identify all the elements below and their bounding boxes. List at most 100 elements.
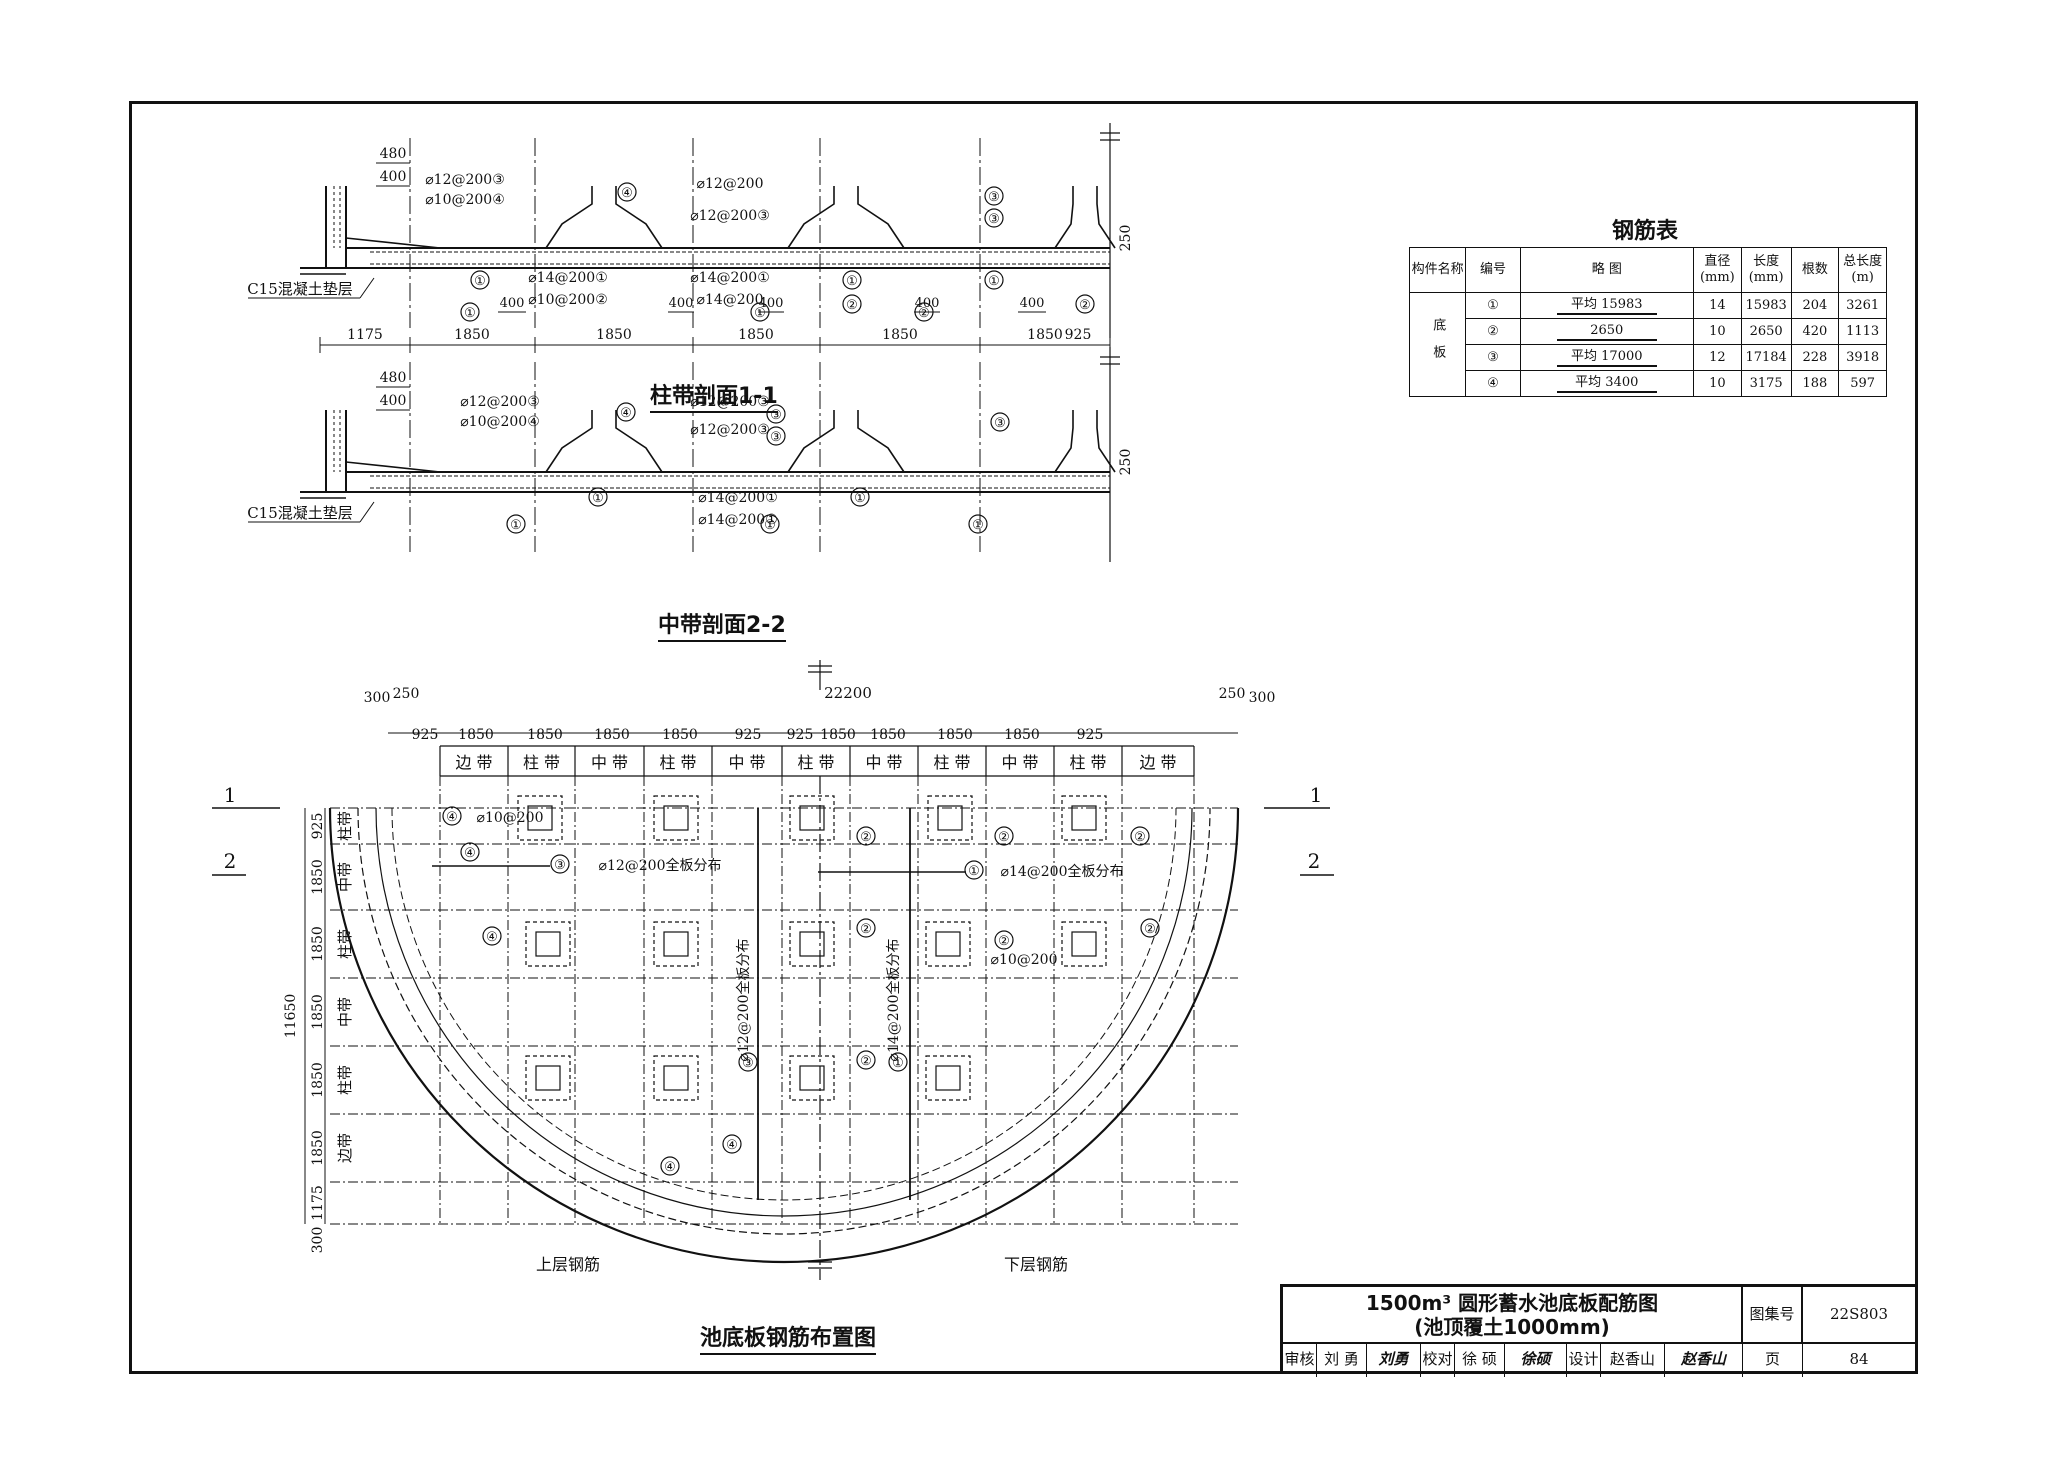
edge-dim: 250: [393, 686, 420, 702]
left-dim: 1175: [310, 1185, 326, 1221]
dim-label: 1850: [1027, 327, 1063, 343]
overall-dim: 22200: [824, 684, 872, 702]
bar-no: ③: [1465, 344, 1521, 371]
top-dim: 1850: [1004, 727, 1040, 743]
bar-number-label: ①: [968, 864, 980, 879]
rebar-table: 构件名称 编号 略 图 直径(mm) 长度(mm) 根数 总长度(m) 底板 ①…: [1408, 247, 1887, 397]
bar-number-circle: [850, 487, 870, 507]
cushion-label: C15混凝土垫层: [247, 504, 353, 522]
leader-line: [359, 501, 375, 523]
rebar-label: ⌀14@200①: [698, 512, 778, 528]
table-header: 直径(mm): [1693, 247, 1742, 293]
column-stub: [937, 805, 963, 831]
bar-number-circle: [1140, 918, 1160, 938]
bar-sketch-label: 平均 15983: [1556, 297, 1657, 315]
column-pad: [789, 1055, 835, 1101]
dim-label: 480: [380, 146, 407, 162]
bar-dia: 14: [1693, 292, 1742, 319]
edge-dim: 300: [1249, 690, 1276, 706]
drawing-title-line2: (池顶覆土1000mm): [1414, 1315, 1610, 1339]
bar-number-circle: [506, 514, 526, 534]
column-base: [787, 186, 905, 249]
bar-sketch: 平均 15983: [1519, 292, 1695, 319]
bar-number-label: ①: [988, 274, 1000, 289]
bar-number-label: ③: [988, 212, 1000, 227]
column-stub: [799, 931, 825, 957]
dim-label: 925: [1065, 327, 1092, 343]
dim-label: 1850: [738, 327, 774, 343]
strip-label: 边 带: [455, 753, 492, 772]
reviewer-signature: 刘勇: [1367, 1344, 1421, 1377]
table-row: ④ 平均 3400 10 3175 188 597: [1410, 370, 1887, 397]
check-label: 校对: [1421, 1344, 1455, 1377]
rebar-note: ⌀14@200全板分布: [885, 939, 902, 1062]
table-header: 根数: [1790, 247, 1840, 293]
column-stub: [535, 931, 561, 957]
table-header: 长度(mm): [1740, 247, 1792, 293]
bar-number-label: ②: [1079, 298, 1091, 313]
rebar-note: ⌀10@200: [991, 952, 1058, 968]
bar-number-circle: [888, 1052, 908, 1072]
bar-number-label: ①: [972, 518, 984, 533]
bar-number-circle: [856, 918, 876, 938]
bar-dia: 10: [1693, 318, 1742, 345]
bar-number-circle: [856, 826, 876, 846]
dim-label: 1175: [347, 327, 383, 343]
lower-layer-label: 下层钢筋: [1004, 1255, 1068, 1274]
table-header: 略 图: [1519, 247, 1695, 293]
bar-number-label: ①: [592, 491, 604, 506]
dim-label: 1850: [454, 327, 490, 343]
rebar-label: ⌀14@200①: [690, 270, 770, 286]
bar-number-label: ③: [554, 858, 566, 873]
bar-length: 3175: [1740, 370, 1792, 397]
bar-number-circle: [984, 270, 1004, 290]
section-mark: 1: [1310, 783, 1323, 807]
height-dim: 250: [1118, 449, 1134, 476]
column-pad: [927, 795, 973, 841]
left-strip: 中带: [336, 997, 354, 1027]
bar-number-circle: [994, 826, 1014, 846]
bar-number-circle: [766, 426, 786, 446]
bar-dia: 12: [1693, 344, 1742, 371]
dim-label: 400: [380, 169, 407, 185]
bar-count: 204: [1790, 292, 1840, 319]
strip-label: 中 带: [1001, 753, 1038, 772]
bar-number-label: ①: [754, 306, 766, 321]
rebar-label: ⌀12@200③: [690, 394, 770, 410]
bar-dia: 10: [1693, 370, 1742, 397]
rebar-label: ⌀14@200①: [698, 490, 778, 506]
column-pad: [789, 795, 835, 841]
bar-sketch: 平均 3400: [1519, 370, 1695, 397]
drawing-title: 1500m³ 圆形蓄水池底板配筋图 (池顶覆土1000mm): [1283, 1287, 1743, 1344]
bar-length: 2650: [1740, 318, 1792, 345]
bar-number-circle: [842, 270, 862, 290]
column-stub: [935, 931, 961, 957]
cushion-label: C15混凝土垫层: [247, 280, 353, 298]
bar-no: ④: [1465, 370, 1521, 397]
column-stub: [1071, 931, 1097, 957]
bar-number-label: ①: [854, 491, 866, 506]
section-2-2: 480400250C15混凝土垫层⌀12@200③⌀10@200④⌀12@200…: [247, 347, 1134, 562]
top-dim: 1850: [820, 727, 856, 743]
bar-number-circle: [482, 926, 502, 946]
drawing-frame: [129, 101, 1918, 1374]
left-dim: 1850: [310, 994, 326, 1030]
bar-number-label: ②: [998, 830, 1010, 845]
designer-signature: 赵香山: [1665, 1344, 1743, 1377]
bar-total: 1113: [1838, 318, 1887, 345]
strip-label: 边 带: [1139, 753, 1176, 772]
rebar-label: ⌀10@200④: [460, 414, 540, 430]
upper-layer-label: 上层钢筋: [536, 1255, 600, 1274]
bar-number-circle: [766, 404, 786, 424]
bar-number-label: ④: [486, 930, 498, 945]
bar-number-circle: [1075, 294, 1095, 314]
bar-count: 188: [1790, 370, 1840, 397]
bar-count: 228: [1790, 344, 1840, 371]
bar-sketch-label: 平均 17000: [1556, 349, 1657, 367]
bar-number-circle: [722, 1134, 742, 1154]
checker-signature: 徐硕: [1505, 1344, 1567, 1377]
reviewer-name: 刘 勇: [1317, 1344, 1367, 1377]
column-pad: [653, 921, 699, 967]
left-dim: 1850: [310, 1130, 326, 1166]
column-pad: [789, 921, 835, 967]
